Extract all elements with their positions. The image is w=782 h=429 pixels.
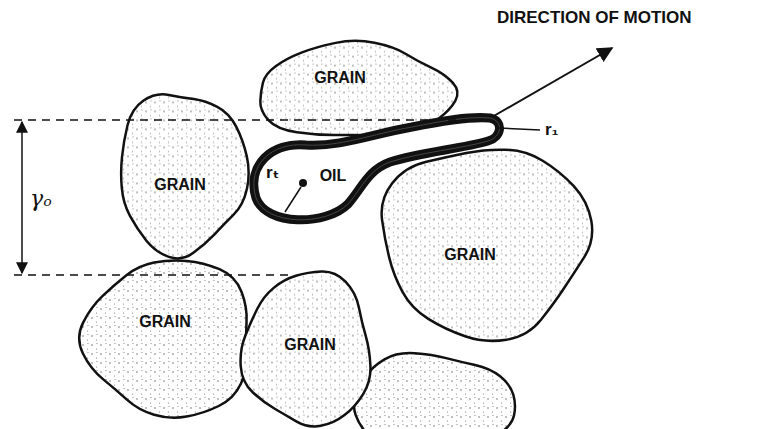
grain-outline [104,74,260,271]
oil-droplet-outline [240,105,515,235]
grain-label: GRAIN [444,246,496,264]
radius-line [285,187,301,212]
grain-outline [68,242,272,429]
grain-label: GRAIN [139,313,191,331]
center-dot [299,179,307,187]
oil-label: OIL [320,167,347,185]
dimension-line [14,119,470,121]
direction-label: DIRECTION OF MOTION [497,8,692,28]
radius-label: rₜ [266,162,279,183]
unlabeled-grain [354,353,515,429]
leader-line [498,128,540,130]
grain-label: GRAIN [314,69,366,87]
grain-label: GRAIN [284,336,336,354]
grain: GRAIN [230,256,386,429]
dimension-line [14,274,290,276]
grain: GRAIN [104,74,260,271]
motion-arrow [492,48,612,117]
grain: GRAIN [68,242,272,429]
grain-label: GRAIN [154,176,206,194]
oil-droplet: OIL [240,105,515,235]
dimension-arrow [21,122,23,273]
dimension-label: γₒ [30,186,52,211]
radius-label: r₁ [545,120,559,140]
